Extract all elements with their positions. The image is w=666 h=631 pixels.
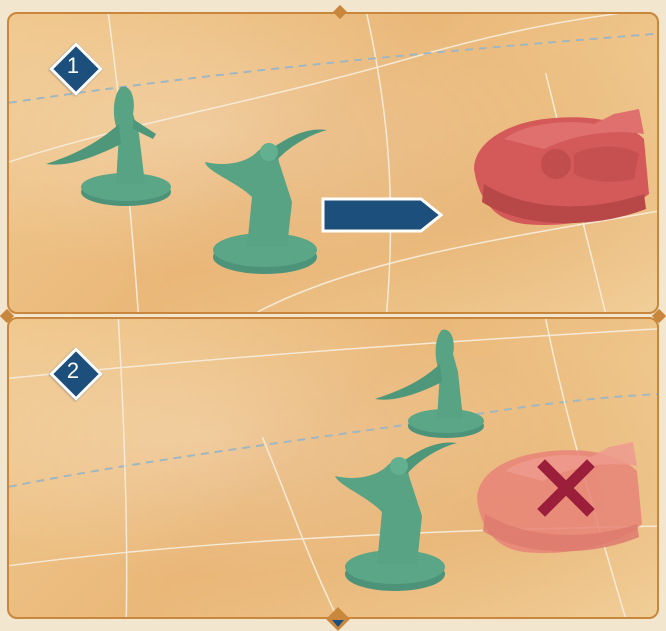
- cross-icon: [537, 459, 595, 517]
- infantry-mini-large: [197, 122, 332, 277]
- vehicle-mini: [464, 84, 654, 239]
- step-1-panel: 1: [7, 12, 659, 314]
- infantry-mini-small: [41, 79, 176, 209]
- bottom-marker-icon: [325, 606, 351, 631]
- infantry-mini-large: [327, 434, 462, 594]
- right-arrow-icon: [321, 197, 443, 233]
- step-number: 2: [51, 349, 95, 393]
- step-2-panel: 2: [7, 317, 659, 619]
- step-badge-2: 2: [51, 349, 95, 393]
